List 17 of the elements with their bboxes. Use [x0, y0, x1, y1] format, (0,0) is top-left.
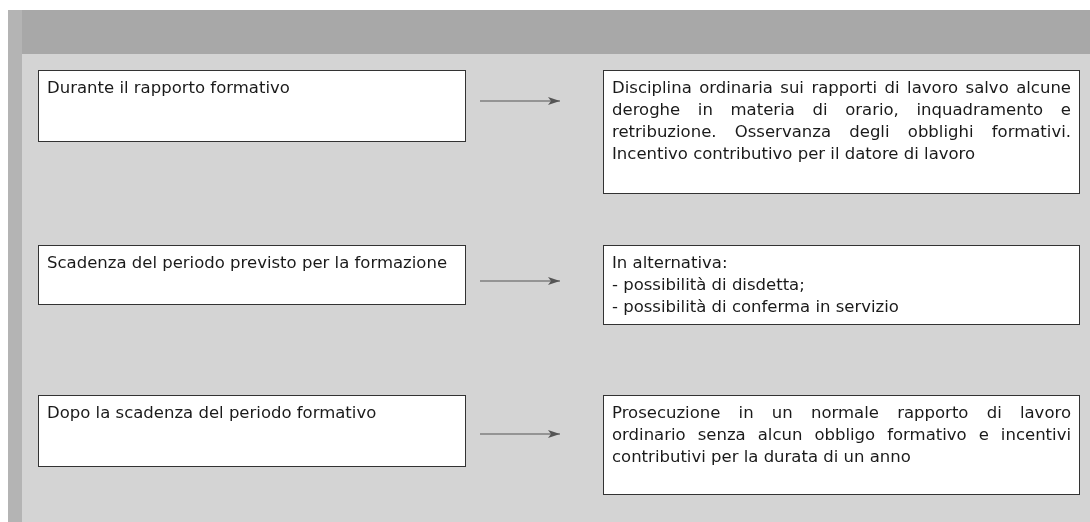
box-text: Prosecuzione in un normale rapporto di lavoro ordinario senza alcun obbligo formativo e incentivi contributivi per la durata di un anno — [612, 402, 1071, 468]
arrow — [479, 97, 561, 105]
box-text: Dopo la scadenza del periodo formativo — [47, 402, 378, 424]
box-text: Durante il rapporto formativo — [47, 77, 291, 99]
text-box — [603, 395, 1080, 495]
box-text: In alternativa: — [612, 252, 729, 274]
box-text: Scadenza del periodo previsto per la formazione — [47, 252, 449, 274]
box-text: - possibilità di conferma in servizio — [612, 296, 900, 318]
box-text: Disciplina ordinaria sui rapporti di lavoro salvo alcune deroghe in materia di orario, inquadramento e retribuzione. Osservanza degli obblighi formativi. Incentivo contributivo per il datore di lavoro — [612, 77, 1071, 165]
text-box — [603, 70, 1080, 194]
arrow — [479, 277, 561, 285]
text-box — [603, 245, 1080, 325]
text-box — [38, 395, 466, 467]
text-box — [38, 245, 466, 305]
arrow — [479, 430, 561, 438]
box-text: - possibilità di disdetta; — [612, 274, 806, 296]
text-box — [38, 70, 466, 142]
